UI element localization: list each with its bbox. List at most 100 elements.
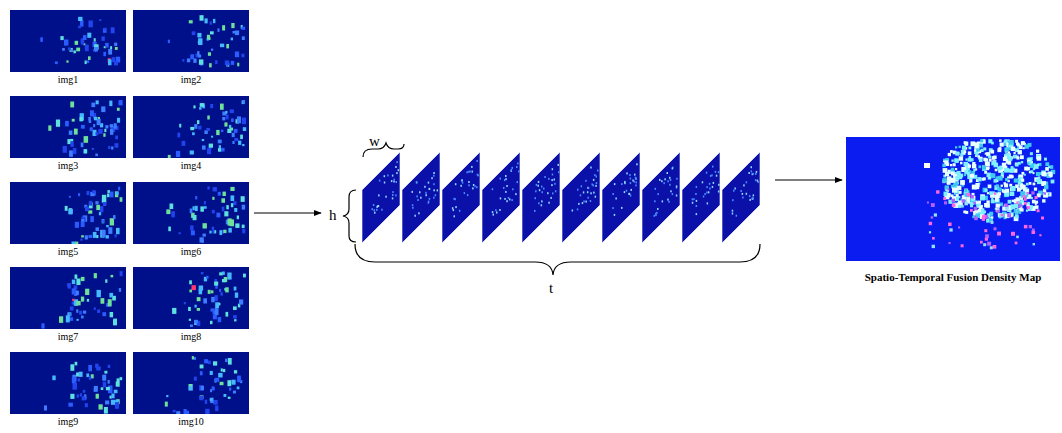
heat-dot [60,36,63,40]
frame-dot [718,171,720,173]
density-dot [996,210,999,213]
density-dot [966,194,971,199]
heat-dot [190,54,194,59]
map-caption: Spatio-Temporal Fusion Density Map [846,271,1060,284]
heat-dot [118,187,120,191]
density-dot [1030,170,1033,173]
heat-dot [65,121,69,127]
frame-dot [511,170,513,172]
heat-dot [117,378,120,382]
heat-dot [212,210,215,214]
frame-dot [477,174,479,176]
heat-dot [213,19,215,23]
frame-panel [682,152,720,243]
heat-dot [72,119,75,122]
frame-dot [464,192,466,194]
image-label: img1 [10,74,126,86]
heat-dot [226,44,229,48]
frame-dot [751,166,753,168]
density-dot [958,226,960,228]
heat-dot [80,117,83,121]
heatmap-ground [10,10,126,72]
heat-dot [192,356,194,359]
heat-dot [81,125,85,129]
frame-dot [425,192,427,194]
heat-dot [75,275,78,279]
heat-dot [73,382,78,389]
image-label: img6 [133,246,249,258]
frame-dot [511,169,512,171]
density-dot [996,204,1000,208]
density-dot [983,177,986,180]
density-dot [1015,184,1019,188]
heat-dot [99,212,101,215]
density-dot [972,198,975,201]
heat-dot [89,120,92,123]
heat-dot [75,222,79,228]
density-dot [931,216,933,218]
density-dot [947,193,951,197]
heat-dot [208,52,211,56]
input-image: img6 [133,182,249,259]
heat-dot [110,312,114,317]
frame-dot [454,198,456,200]
frame-dot [752,173,754,175]
heat-dot [228,397,231,399]
heat-dot [218,192,221,196]
frame-dot [585,201,587,203]
heat-dot [198,38,202,45]
frame-dot [732,199,734,201]
density-dot [983,147,986,150]
density-dot [1031,197,1033,199]
density-dot [1044,192,1046,194]
heat-dot [78,193,80,196]
frame-dot [704,193,706,195]
frame-dot [621,183,623,185]
density-dot [953,163,956,166]
frame-dot [412,204,414,206]
density-dot [974,217,978,221]
density-dot [1035,196,1038,199]
density-dot [968,151,972,155]
heat-dot [116,192,119,195]
density-dot [1007,213,1011,217]
density-dot [1004,147,1008,151]
density-dot [998,147,1001,150]
frame-dot [757,180,759,182]
heat-dot [201,386,204,390]
frame-dot [541,204,543,206]
heat-dot [85,403,88,407]
heat-dot [107,193,109,197]
frame-dot [461,179,463,181]
heat-dot [90,127,93,131]
frame-dot [752,197,754,199]
image-label: img2 [133,74,249,86]
density-dot [991,221,994,224]
density-dot [1003,157,1007,161]
frame-dot [670,190,672,192]
density-dot [1016,142,1019,145]
heat-dot [55,61,58,64]
density-dot [977,177,981,181]
heat-dot [203,234,206,237]
heat-dot [219,145,221,148]
heat-dot [70,364,74,371]
density-ground [846,137,1060,261]
density-dot [1032,229,1035,232]
heat-dot [81,40,84,45]
density-dot [982,218,985,221]
density-dot [991,216,993,218]
density-dot [1035,203,1037,205]
heatmap-image [133,267,249,329]
heat-dot [176,151,180,157]
heat-dot [231,203,233,207]
time-label: t [549,280,553,296]
frame-panel [522,152,560,243]
density-dot [978,165,981,168]
frame-dot [587,191,589,193]
frame-dot [708,191,710,193]
density-dot [946,163,950,167]
heat-dot [117,108,120,111]
input-image: img4 [133,96,249,173]
frame-dot [425,194,427,196]
